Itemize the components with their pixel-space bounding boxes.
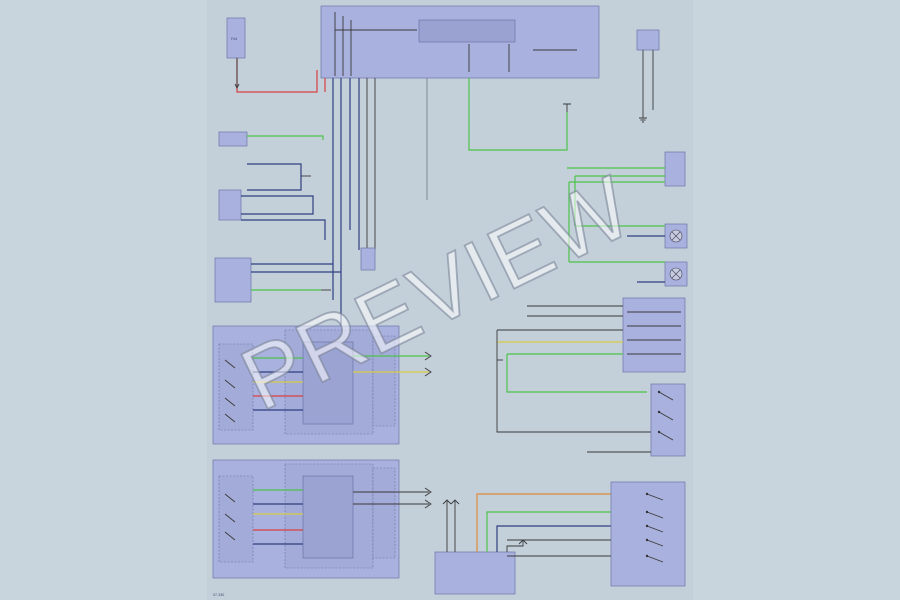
connector-bottom-center	[434, 551, 516, 595]
fuse-block-top-left: F#4	[226, 17, 246, 59]
selector-switch-module	[610, 481, 686, 587]
ground-symbol	[563, 103, 571, 112]
control-module-top	[320, 5, 600, 79]
ground-symbol	[639, 110, 647, 123]
connector-center	[360, 247, 376, 271]
connector-left-2	[218, 189, 242, 221]
switch-block-right	[650, 383, 686, 457]
lamp-right-1	[664, 223, 688, 249]
transmission-module-lower	[212, 459, 400, 579]
module-right-middle	[622, 297, 686, 373]
page-reference: 07-330	[213, 593, 224, 597]
connector-left-3	[214, 257, 252, 303]
transmission-module-upper	[212, 325, 400, 445]
connector-left-1	[218, 131, 248, 147]
switch-right-1	[664, 151, 686, 187]
svg-text:F#4: F#4	[231, 37, 237, 41]
wiring-diagram-sheet: F#4	[207, 0, 693, 600]
wiring-diagram: F#4	[212, 5, 688, 597]
lamp-right-2	[664, 261, 688, 287]
sensor-top-right	[636, 29, 660, 110]
